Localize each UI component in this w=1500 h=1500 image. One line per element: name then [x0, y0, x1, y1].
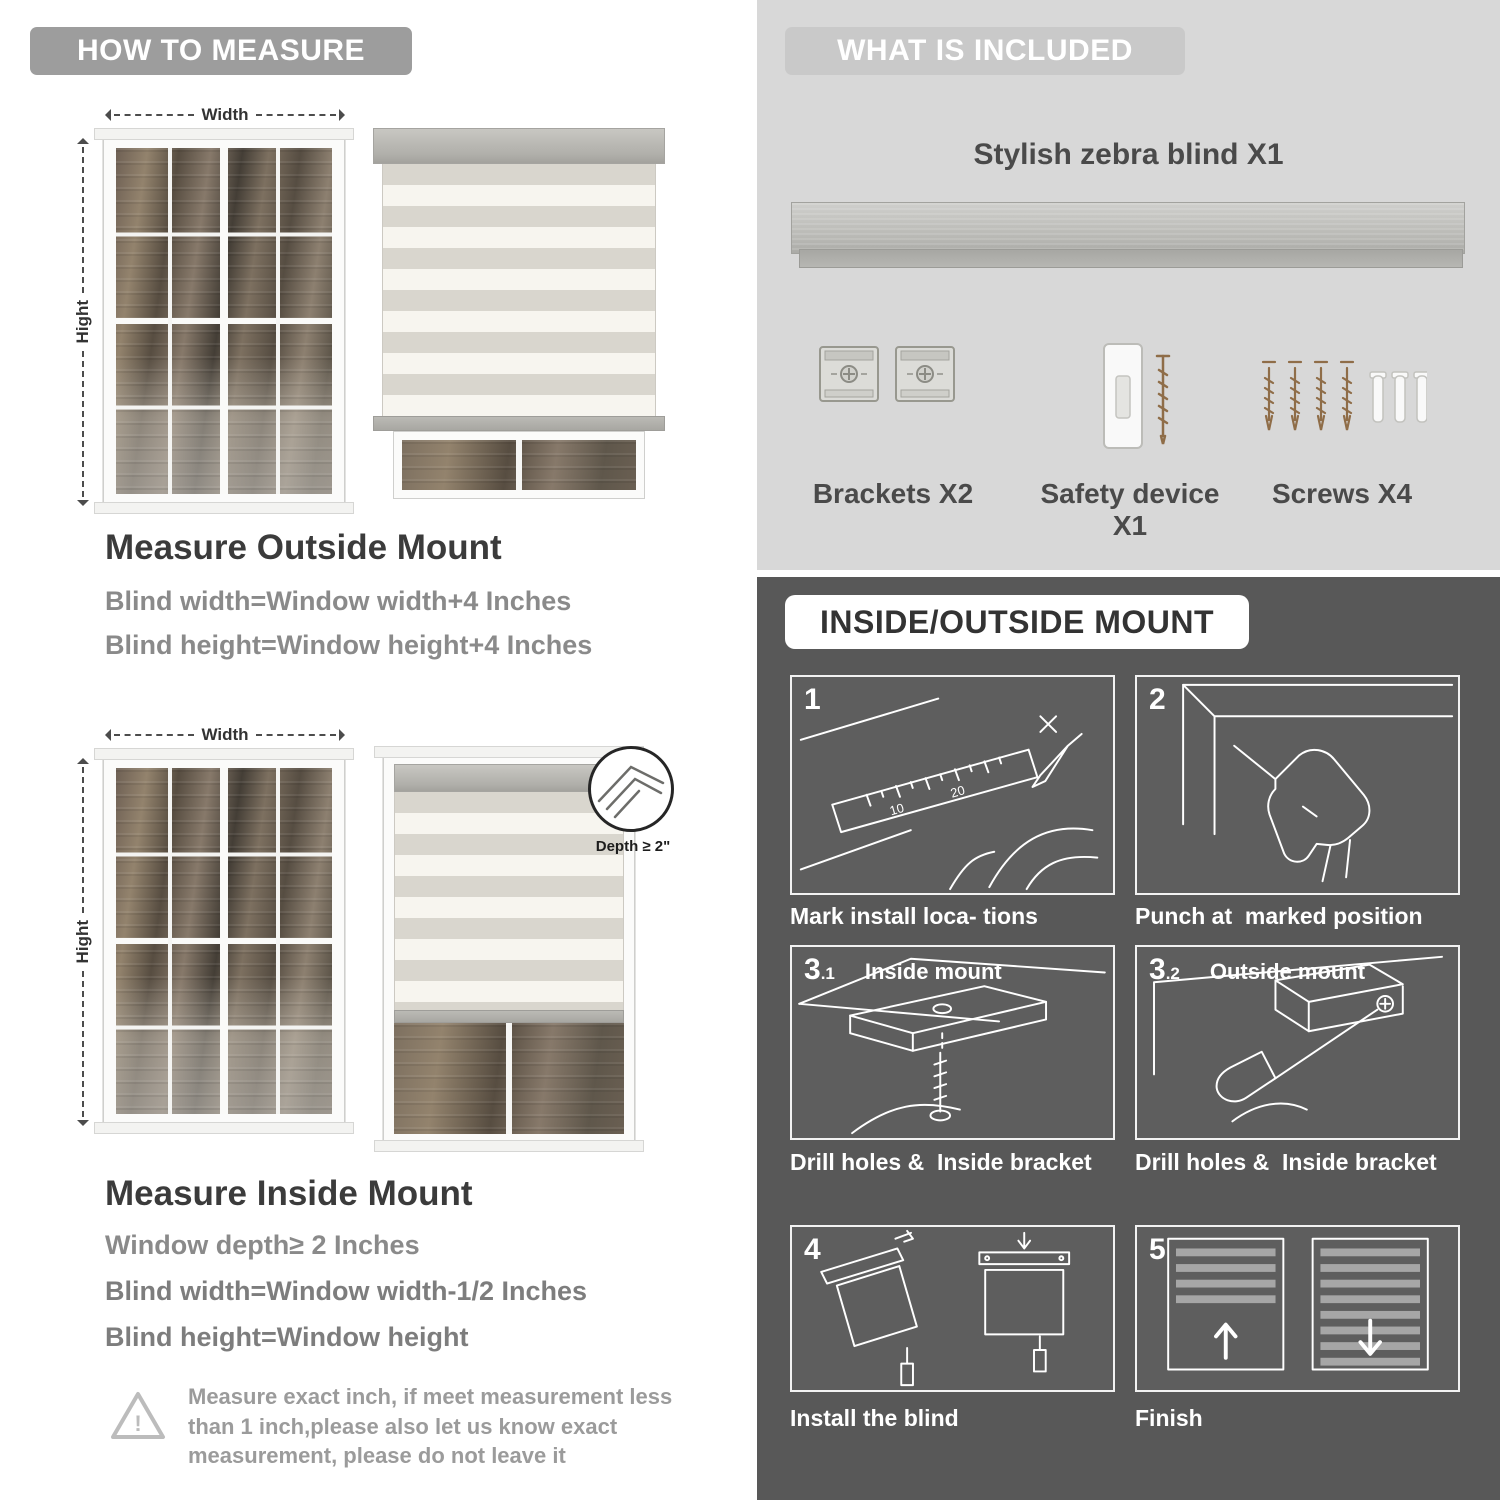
step4-caption: Install the blind: [790, 1405, 959, 1431]
step2-panel: 2: [1135, 675, 1460, 895]
height-dimension-arrow: Hight: [73, 138, 92, 506]
arrow-down-icon: [77, 1120, 89, 1126]
window-glass: [116, 768, 332, 1114]
window-corner-detail: [597, 765, 665, 819]
step2-number: 2: [1149, 683, 1166, 716]
depth-label: Depth ≥ 2": [595, 838, 671, 855]
arrow-right-icon: [339, 109, 345, 121]
mark-locations-illustration: 10 20: [799, 697, 1099, 891]
arrow-down-icon: [77, 500, 89, 506]
height-label: Hight: [73, 920, 92, 964]
step4-panel: 4: [790, 1225, 1115, 1392]
inside-outside-mount-header: INSIDE/OUTSIDE MOUNT: [785, 595, 1249, 649]
height-label: Hight: [73, 300, 92, 344]
outside-line-2: Blind height=Window height+4 Inches: [105, 630, 593, 660]
zebra-stripes: [382, 164, 656, 416]
what-is-included-banner: WHAT IS INCLUDED: [785, 27, 1185, 75]
outside-mount-title: Measure Outside Mount: [105, 528, 502, 567]
window-illustration-inside: [94, 748, 354, 1134]
inside-mount-blind-illustration: [374, 746, 644, 1152]
screws-label: Screws X4: [1271, 478, 1413, 509]
outside-mount-blind-illustration: [373, 128, 665, 499]
svg-text:10: 10: [888, 800, 906, 818]
outside-bracket-illustration: [1153, 955, 1443, 1123]
svg-text:!: !: [134, 1411, 141, 1436]
window-glass: [394, 1023, 624, 1134]
product-label: Stylish zebra blind X1: [973, 138, 1284, 171]
arrow-up-icon: [1214, 1322, 1238, 1360]
zebra-stripes: [394, 792, 624, 1010]
bracket-icon: [895, 346, 955, 402]
inside-bracket-illustration: [798, 957, 1106, 1135]
step3-2-number: 3.2: [1149, 953, 1180, 986]
depth-detail-callout: [588, 746, 674, 832]
inside-line-3: Blind height=Window height: [105, 1322, 469, 1352]
safety-device-image: [1103, 343, 1171, 449]
blind-headrail: [373, 128, 665, 164]
step5-panel: 5: [1135, 1225, 1460, 1392]
screws-image: [1261, 360, 1427, 431]
brackets-image: [817, 344, 957, 404]
width-label: Width: [201, 105, 249, 124]
step3-1-panel: 3.1 Inside mount: [790, 945, 1115, 1140]
finish-illustration: [1167, 1237, 1429, 1371]
window-illustration-outside: [94, 128, 354, 514]
height-dimension-arrow-2: Hight: [73, 758, 92, 1126]
outside-mount-label: Outside mount: [1209, 959, 1366, 984]
measurement-warning-note: Measure exact inch, if meet measurement …: [188, 1384, 673, 1469]
step5-number: 5: [1149, 1233, 1166, 1266]
how-to-measure-section: HOW TO MEASURE Width Hight: [30, 27, 674, 1469]
step3-2-panel: 3.2 Outside mount: [1135, 945, 1460, 1140]
width-dimension-arrow-2: Width: [105, 725, 345, 744]
mount-instructions-section: INSIDE/OUTSIDE MOUNT 1 1: [757, 577, 1500, 1500]
step4-number: 4: [804, 1233, 821, 1266]
blind-headrail: [394, 764, 624, 792]
inside-mount-label: Inside mount: [864, 959, 1002, 984]
outside-line-1: Blind width=Window width+4 Inches: [105, 586, 572, 616]
step2-caption: Punch at marked position: [1135, 903, 1423, 929]
svg-text:20: 20: [949, 782, 967, 800]
step3-1-caption: Drill holes & Inside bracket: [790, 1149, 1092, 1175]
warning-icon: !: [111, 1392, 165, 1439]
width-dimension-arrow: Width: [105, 105, 345, 124]
inside-mount-title: Measure Inside Mount: [105, 1174, 473, 1213]
zebra-blind-product-image: [791, 202, 1465, 268]
step1-number: 1: [804, 683, 821, 716]
what-is-included-section: WHAT IS INCLUDED Stylish zebra blind X1: [757, 0, 1500, 570]
bracket-icon: [819, 346, 879, 402]
step1-panel: 1 10 20: [790, 675, 1115, 895]
arrow-left-icon: [105, 109, 111, 121]
arrow-down-icon: [1358, 1318, 1382, 1356]
safety-device-label: Safety device X1: [1040, 478, 1220, 541]
install-blind-illustration: [820, 1229, 1071, 1387]
blind-bottom-rail: [373, 416, 665, 431]
inside-line-2: Blind width=Window width-1/2 Inches: [105, 1276, 588, 1306]
inside-line-1: Window depth≥ 2 Inches: [105, 1230, 420, 1260]
arrow-right-icon: [339, 729, 345, 741]
brackets-label: Brackets X2: [812, 478, 974, 509]
blind-bottom-rail: [394, 1010, 624, 1023]
step5-caption: Finish: [1135, 1405, 1203, 1431]
window-below-blind: [393, 431, 645, 499]
drill-illustration: [1182, 683, 1454, 883]
arrow-left-icon: [105, 729, 111, 741]
how-to-measure-banner: HOW TO MEASURE: [30, 27, 412, 75]
step1-caption: Mark install loca- tions: [790, 903, 1038, 929]
step3-2-caption: Drill holes & Inside bracket: [1135, 1149, 1437, 1175]
window-glass: [116, 148, 332, 494]
step3-1-number: 3.1: [804, 953, 835, 986]
arrow-up-icon: [77, 138, 89, 144]
arrow-up-icon: [77, 758, 89, 764]
width-label: Width: [201, 725, 249, 744]
